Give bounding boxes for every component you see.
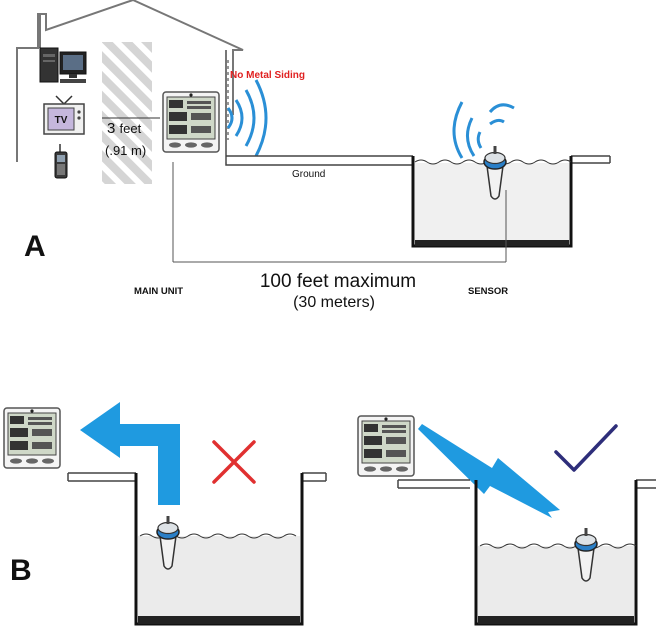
section-b-letter: B bbox=[10, 554, 32, 587]
main-unit-label: MAIN UNIT bbox=[134, 286, 183, 297]
section-a-letter: A bbox=[24, 230, 46, 263]
computer-icon bbox=[39, 47, 87, 83]
sensor-label: SENSOR bbox=[468, 286, 508, 297]
ground-surface bbox=[225, 155, 611, 166]
weather-station-icon-left bbox=[3, 407, 61, 469]
ground-label: Ground bbox=[292, 169, 325, 180]
max-distance-metric-label: (30 meters) bbox=[293, 294, 375, 311]
weather-station-icon bbox=[162, 91, 220, 153]
distance-metric-text: (.91 m) bbox=[105, 143, 146, 158]
blocked-signal-arrow bbox=[80, 402, 180, 505]
distance-dimension-lines bbox=[172, 162, 507, 263]
max-distance-label: 100 feet maximum bbox=[260, 271, 416, 292]
tv-label: TV bbox=[55, 115, 68, 126]
check-mark-icon bbox=[554, 424, 618, 472]
weather-station-icon-right bbox=[357, 415, 415, 477]
main-unit-signal-waves bbox=[226, 79, 268, 157]
sensor-signal-waves bbox=[452, 101, 515, 159]
cross-mark-icon bbox=[212, 440, 256, 484]
tv-icon: TV bbox=[43, 95, 85, 135]
correct-signal-arrow bbox=[418, 424, 560, 518]
distance-text: 3 feet bbox=[107, 120, 142, 137]
no-metal-siding-label: No Metal Siding bbox=[230, 70, 305, 81]
pool-b-right bbox=[397, 479, 656, 626]
mobile-phone-icon bbox=[54, 144, 68, 179]
pool-b-left bbox=[67, 472, 327, 626]
interference-zone-hatch bbox=[102, 42, 152, 184]
